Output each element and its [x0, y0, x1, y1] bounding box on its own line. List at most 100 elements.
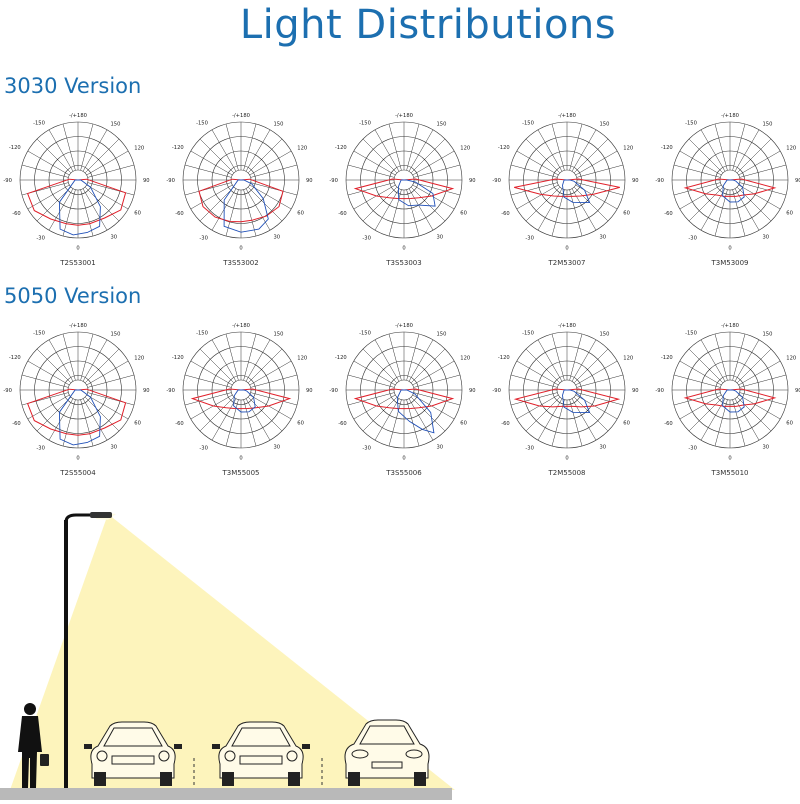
blue-distribution-curve — [397, 179, 436, 207]
tick-label: 120 — [134, 146, 144, 152]
red-distribution-curve — [190, 388, 292, 410]
tick-label: 150 — [763, 122, 773, 128]
tick-label: -90 — [492, 178, 500, 184]
tick-label: 60 — [134, 211, 141, 217]
tick-label: -60 — [175, 421, 183, 427]
tick-label: 90 — [795, 178, 800, 184]
tick-label: -60 — [12, 211, 20, 217]
tick-label: -30 — [688, 445, 696, 451]
tick-label: -90 — [655, 178, 663, 184]
tick-label: 120 — [297, 356, 307, 362]
tick-label: -60 — [664, 211, 672, 217]
tick-label: -30 — [362, 445, 370, 451]
tick-label: 90 — [795, 388, 800, 394]
tick-label: 30 — [111, 234, 118, 240]
tick-label: 90 — [143, 178, 150, 184]
tick-label: -150 — [359, 331, 371, 337]
tick-label: -150 — [33, 331, 45, 337]
red-distribution-curve — [513, 388, 621, 408]
blue-distribution-curve — [223, 179, 269, 233]
red-distribution-curve — [353, 388, 455, 410]
tick-label: 30 — [437, 234, 444, 240]
tick-label: 30 — [111, 444, 118, 450]
tick-label: 0 — [239, 455, 242, 461]
tick-label: 60 — [134, 421, 141, 427]
diagram-label: T2M55008 — [548, 469, 586, 477]
tick-label: -120 — [9, 145, 21, 151]
red-distribution-curve — [683, 178, 777, 197]
tick-label: -60 — [338, 421, 346, 427]
tick-label: 120 — [134, 356, 144, 362]
tick-label: 0 — [565, 455, 568, 461]
section-heading-3030: 3030 Version — [4, 74, 142, 98]
tick-label: -90 — [3, 178, 11, 184]
tick-label: -90 — [329, 388, 337, 394]
tick-label: 30 — [274, 234, 281, 240]
tick-label: 30 — [763, 234, 770, 240]
tick-label: -/+180 — [721, 113, 739, 119]
tick-label: 120 — [460, 146, 470, 152]
diagram-label: T2M53007 — [548, 259, 586, 267]
tick-label: -60 — [175, 211, 183, 217]
pedestrian-icon — [18, 703, 49, 788]
tick-label: 0 — [728, 245, 731, 251]
tick-label: -/+180 — [232, 323, 250, 329]
diagram-label: T3S53002 — [223, 259, 259, 267]
tick-label: 150 — [437, 332, 447, 338]
page-title: Light Distributions — [239, 2, 617, 48]
tick-label: 90 — [143, 388, 150, 394]
tick-label: 150 — [600, 332, 610, 338]
tick-label: 0 — [76, 455, 79, 461]
tick-label: 30 — [274, 444, 281, 450]
tick-label: -120 — [498, 145, 510, 151]
tick-label: -150 — [359, 121, 371, 127]
tick-label: 30 — [600, 234, 607, 240]
tick-label: 30 — [763, 444, 770, 450]
tick-label: 60 — [623, 211, 630, 217]
tick-label: 30 — [437, 444, 444, 450]
tick-label: 150 — [111, 122, 121, 128]
tick-label: 90 — [306, 178, 313, 184]
diagram-label: T3S55006 — [386, 469, 422, 477]
tick-label: -90 — [166, 178, 174, 184]
tick-label: 90 — [632, 178, 639, 184]
tick-label: -90 — [492, 388, 500, 394]
tick-label: -/+180 — [232, 113, 250, 119]
tick-label: -/+180 — [395, 323, 413, 329]
tick-label: -120 — [661, 355, 673, 361]
car-icon-1 — [84, 721, 182, 786]
tick-label: -30 — [688, 235, 696, 241]
tick-label: -120 — [661, 145, 673, 151]
tick-label: 150 — [600, 122, 610, 128]
tick-label: -30 — [525, 445, 533, 451]
blue-distribution-curve — [233, 389, 256, 413]
tick-label: -150 — [522, 331, 534, 337]
red-distribution-curve — [683, 388, 777, 407]
tick-label: 120 — [460, 356, 470, 362]
tick-label: 0 — [402, 245, 405, 251]
tick-label: 60 — [460, 211, 467, 217]
tick-label: -120 — [498, 355, 510, 361]
tick-label: 60 — [786, 211, 793, 217]
blue-distribution-curve — [58, 179, 101, 236]
street-light-scene — [0, 500, 460, 800]
tick-label: -150 — [196, 121, 208, 127]
red-distribution-curve — [26, 388, 127, 436]
diagram-label: T3M55010 — [711, 469, 749, 477]
tick-label: 60 — [297, 211, 304, 217]
tick-label: 60 — [297, 421, 304, 427]
road — [0, 788, 452, 800]
street-lamp-icon — [64, 512, 112, 790]
tick-label: -120 — [172, 355, 184, 361]
